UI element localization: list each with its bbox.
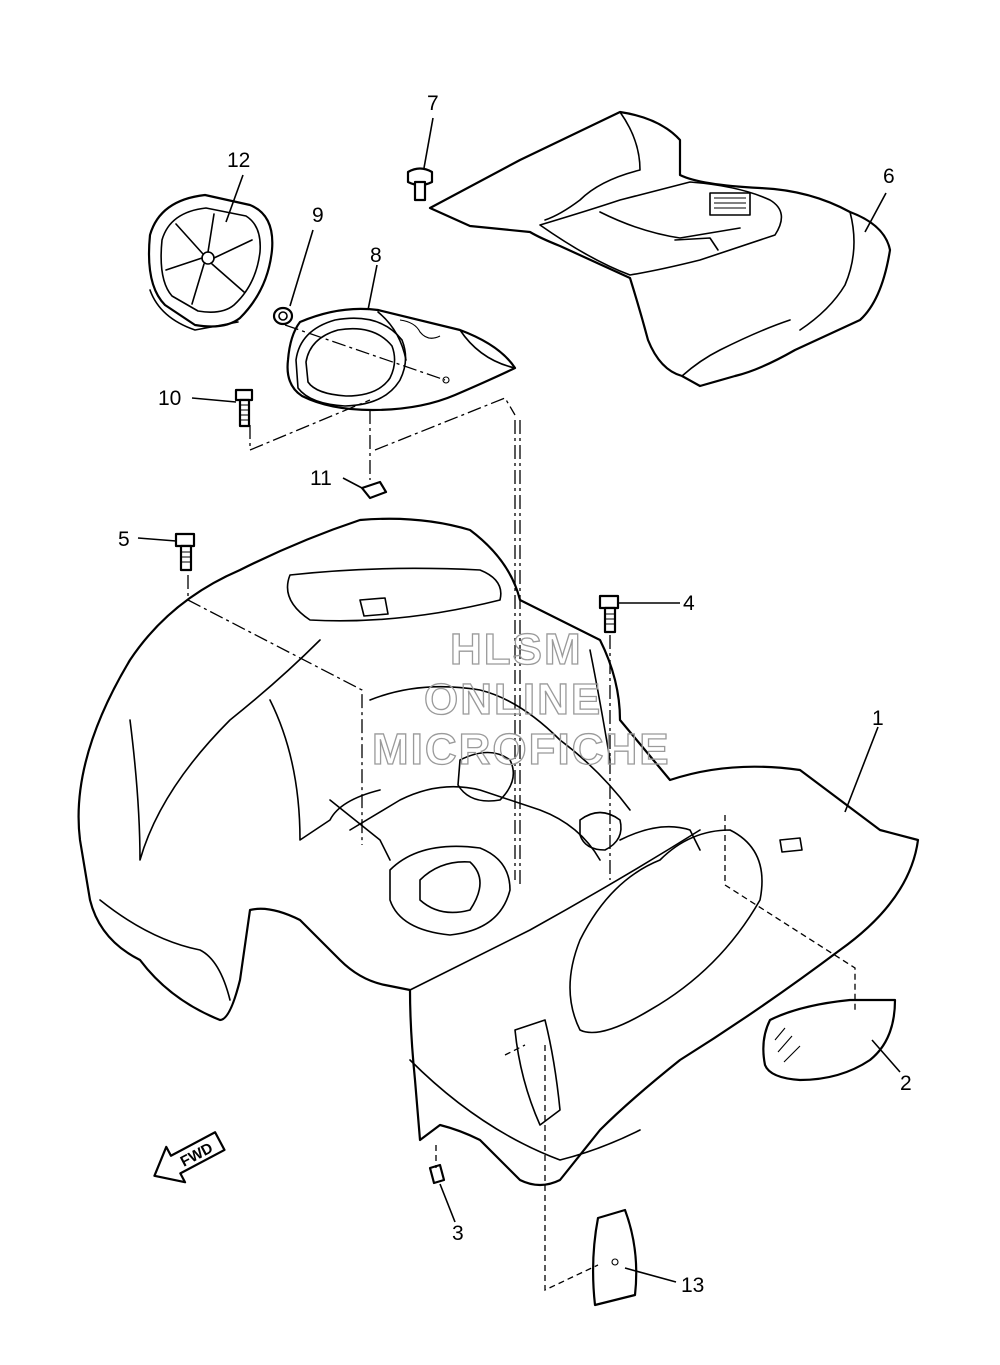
part-3-clip-nut [428, 1163, 446, 1185]
callout-1: 1 [872, 707, 884, 730]
callout-4: 4 [683, 592, 695, 615]
part-13-mud-flap [591, 1208, 638, 1307]
callout-3: 3 [452, 1222, 464, 1245]
assembly-lines [187, 324, 856, 1292]
callout-6: 6 [883, 165, 895, 188]
part-1-rear-fender [77, 517, 920, 1187]
watermark: HLSM ONLINE MICROFICHE [371, 624, 671, 774]
part-6-rear-carrier [428, 110, 892, 388]
watermark-line-1: HLSM [450, 625, 583, 674]
part-2-mud-flap [762, 998, 897, 1082]
arrow-left-icon [153, 1131, 226, 1184]
part-7-rivet [406, 167, 434, 202]
part-5-bolt [174, 532, 196, 572]
part-10-bolt [234, 388, 254, 428]
fwd-arrow: FWD [153, 1131, 226, 1184]
callout-10: 10 [158, 387, 181, 410]
callout-8: 8 [370, 244, 382, 267]
part-11-clip [360, 480, 388, 500]
callout-11: 11 [310, 467, 332, 490]
callout-12: 12 [227, 149, 250, 172]
callout-9: 9 [312, 204, 324, 227]
part-8-storage-cover [286, 307, 517, 412]
part-9-grommet [272, 306, 294, 326]
callout-13: 13 [681, 1274, 704, 1297]
watermark-line-2: ONLINE [424, 675, 602, 724]
leader-lines [137, 117, 901, 1283]
callout-7: 7 [427, 92, 439, 115]
watermark-line-3: MICROFICHE [372, 725, 671, 774]
callout-5: 5 [118, 528, 130, 551]
callout-2: 2 [900, 1072, 912, 1095]
part-4-bolt [598, 594, 620, 634]
part-12-vent-cap [147, 193, 274, 331]
callout-numbers: 12 9 8 10 11 7 6 5 4 1 2 3 13 [118, 92, 912, 1297]
